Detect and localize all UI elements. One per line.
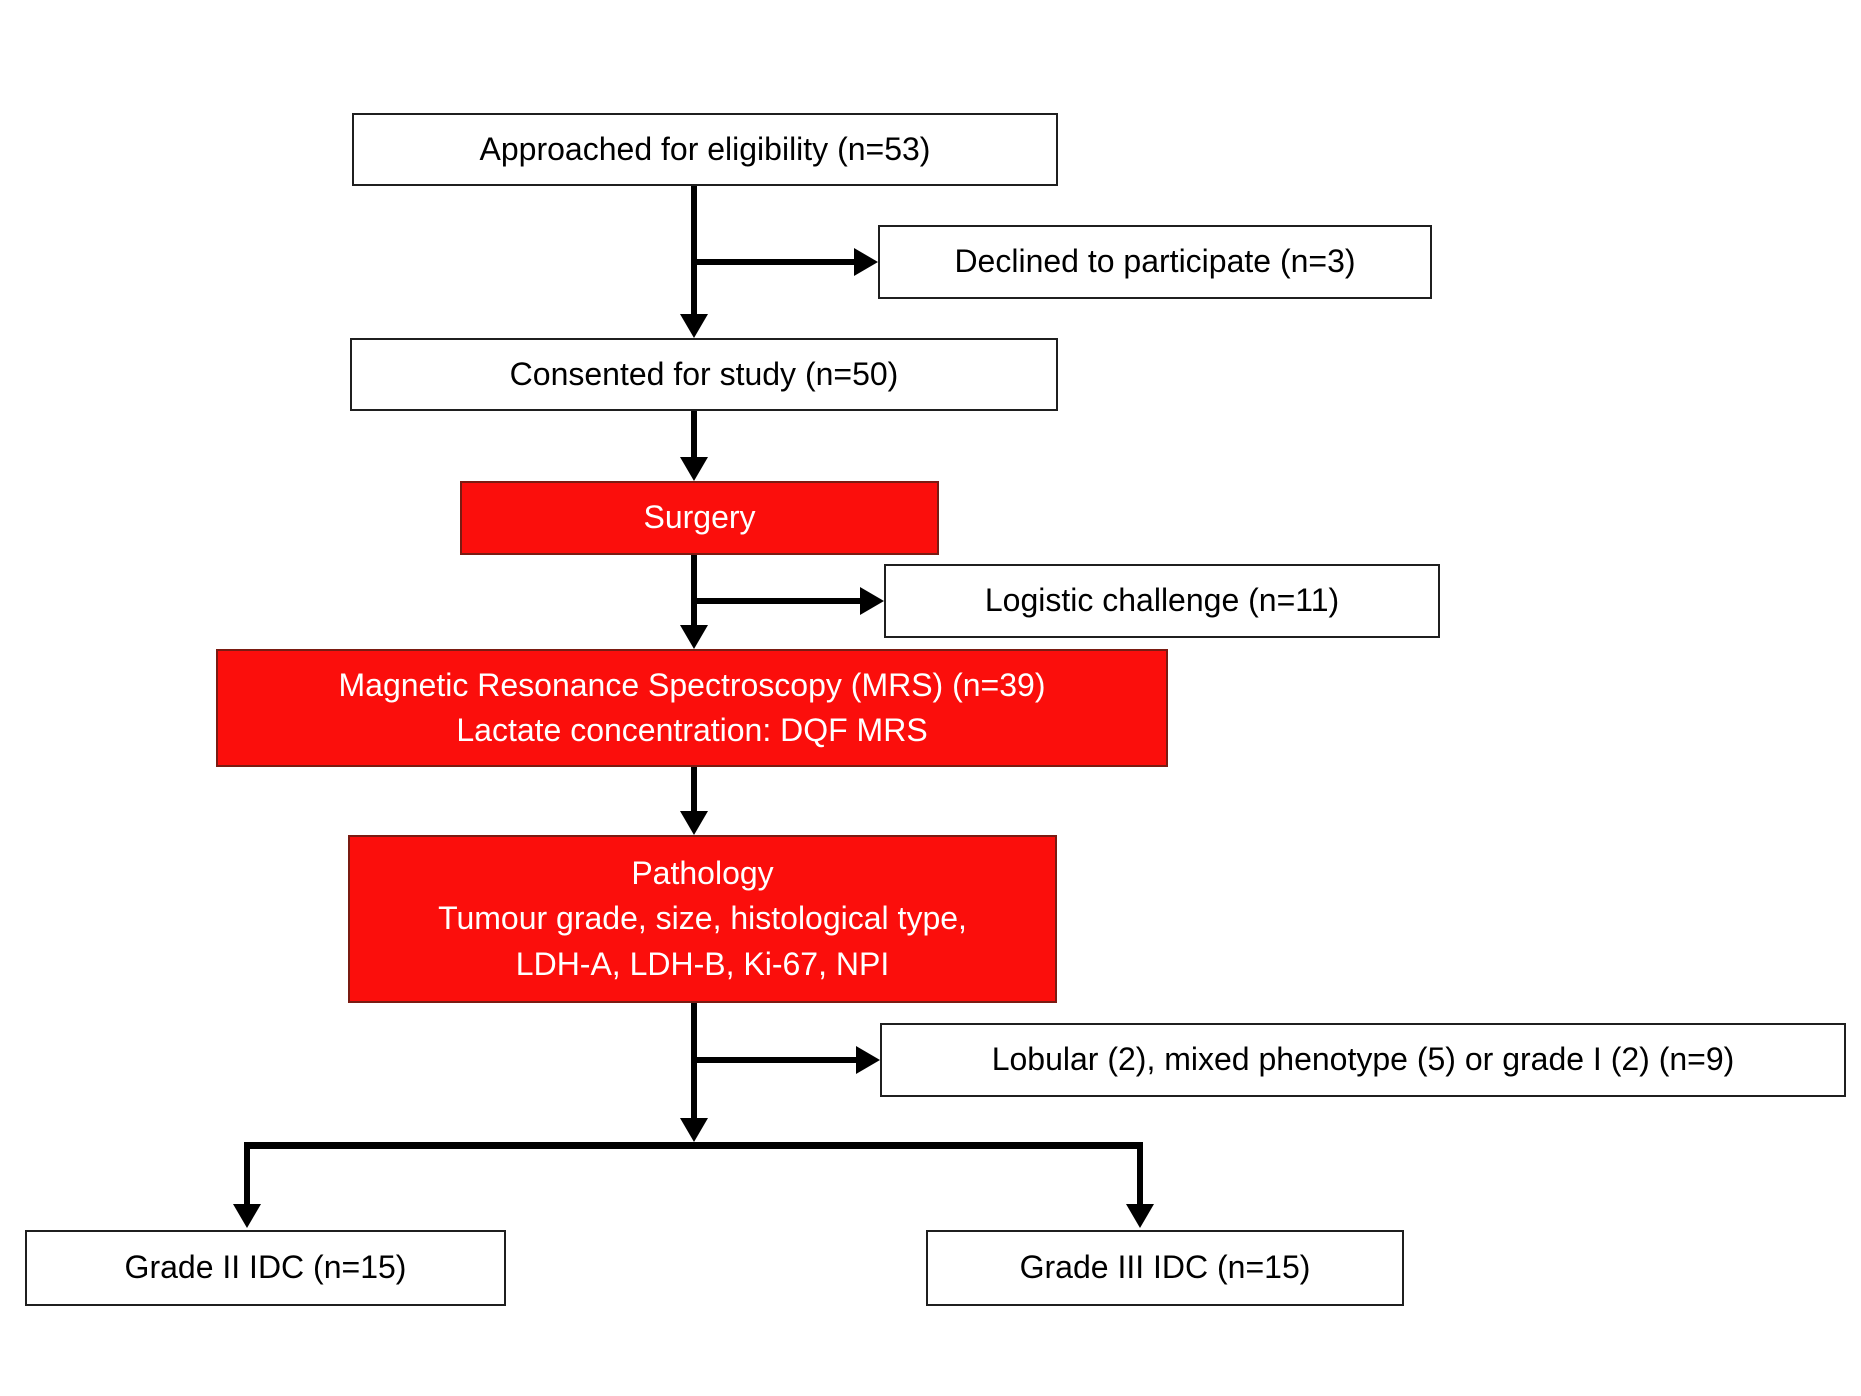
node-mrs: Magnetic Resonance Spectroscopy (MRS) (n… [216, 649, 1168, 767]
node-declined-to-participate: Declined to participate (n=3) [878, 225, 1432, 299]
node-label-line1: Magnetic Resonance Spectroscopy (MRS) (n… [338, 666, 1046, 703]
node-label-line2: Lactate concentration: DQF MRS [456, 712, 928, 748]
node-surgery: Surgery [460, 481, 939, 555]
arrow-down-consented-icon [680, 314, 708, 338]
connector-consented-surgery [691, 411, 697, 459]
node-consented-for-study: Consented for study (n=50) [350, 338, 1058, 411]
node-pathology: Pathology Tumour grade, size, histologic… [348, 835, 1057, 1003]
node-label: Approached for eligibility (n=53) [479, 130, 931, 167]
arrow-down-grade2-icon [233, 1204, 261, 1228]
connector-branch-logistic [691, 598, 862, 604]
node-excluded-pathology: Lobular (2), mixed phenotype (5) or grad… [880, 1023, 1846, 1097]
node-label-line1: Pathology [631, 854, 774, 891]
connector-branch-declined [691, 259, 856, 265]
connector-approached-consented [691, 186, 697, 316]
arrow-right-declined-icon [854, 248, 878, 276]
arrow-down-mrs-icon [680, 625, 708, 649]
node-label-line3: LDH-A, LDH-B, Ki-67, NPI [515, 945, 890, 982]
connector-split-grade2 [244, 1142, 250, 1206]
node-grade-iii-idc: Grade III IDC (n=15) [926, 1230, 1404, 1306]
node-label: Consented for study (n=50) [509, 355, 899, 392]
node-label: Grade III IDC (n=15) [1019, 1249, 1311, 1286]
connector-split-bar [244, 1142, 1143, 1149]
node-label: Surgery [643, 499, 756, 536]
connector-surgery-mrs [691, 555, 697, 627]
node-label: Declined to participate (n=3) [954, 243, 1356, 280]
arrow-right-excluded-icon [856, 1046, 880, 1074]
arrow-down-surgery-icon [680, 457, 708, 481]
arrow-down-grade3-icon [1126, 1204, 1154, 1228]
node-approached-for-eligibility: Approached for eligibility (n=53) [352, 113, 1058, 186]
node-label: Logistic challenge (n=11) [984, 582, 1340, 619]
node-grade-ii-idc: Grade II IDC (n=15) [25, 1230, 506, 1306]
arrow-right-logistic-icon [860, 587, 884, 615]
node-label: Grade II IDC (n=15) [124, 1249, 407, 1286]
arrow-down-pathology-icon [680, 811, 708, 835]
connector-mrs-pathology [691, 767, 697, 813]
connector-branch-excluded [691, 1057, 858, 1063]
node-label-line2: Tumour grade, size, histological type, [438, 900, 967, 937]
node-label: Lobular (2), mixed phenotype (5) or grad… [991, 1041, 1735, 1078]
connector-split-grade3 [1137, 1142, 1143, 1206]
node-logistic-challenge: Logistic challenge (n=11) [884, 564, 1440, 638]
arrow-down-split-icon [680, 1118, 708, 1142]
